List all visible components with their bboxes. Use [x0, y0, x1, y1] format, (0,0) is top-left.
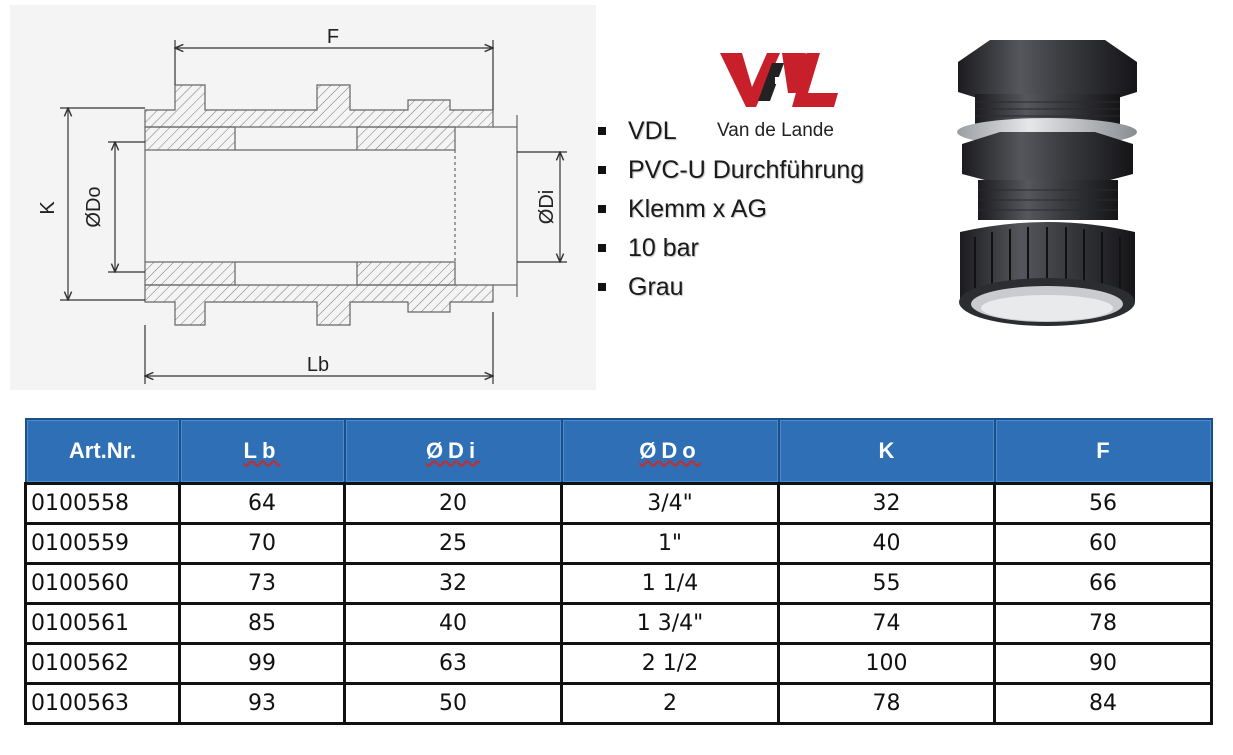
bullet-icon: [598, 244, 606, 252]
header-di-text: ØDi: [425, 438, 481, 463]
table-row: 0100561 85 40 1 3/4" 74 78: [24, 602, 1213, 645]
cell-do: 2 1/2: [560, 642, 780, 685]
wall-top: [144, 126, 236, 151]
cell-k: 40: [777, 522, 996, 565]
cell-di: 50: [343, 682, 563, 725]
bullet-icon: [598, 205, 606, 213]
wall-bottom-right: [356, 261, 456, 286]
cell-do: 3/4": [560, 482, 780, 525]
cell-art-nr: 0100562: [24, 642, 181, 685]
table-row: 0100563 93 50 2 78 84: [24, 682, 1213, 725]
table-row: 0100562 99 63 2 1/2 100 90: [24, 642, 1213, 685]
bullet-icon: [598, 166, 606, 174]
product-photo: [940, 32, 1155, 337]
cell-do: 1 1/4: [560, 562, 780, 605]
header-do-text: ØDo: [639, 438, 701, 463]
wall-bottom: [144, 261, 236, 286]
cell-lb: 85: [178, 602, 346, 645]
cell-di: 32: [343, 562, 563, 605]
dim-di-label: ØDi: [536, 190, 558, 224]
header-do: ØDo: [560, 418, 780, 485]
cell-di: 63: [343, 642, 563, 685]
table-row: 0100560 73 32 1 1/4 55 66: [24, 562, 1213, 605]
header-lb: Lb: [178, 418, 346, 485]
cell-do: 2: [560, 682, 780, 725]
feature-item: Klemm x AG: [598, 194, 918, 233]
cell-do: 1 3/4": [560, 602, 780, 645]
wall-top-right: [356, 126, 456, 151]
header-k: K: [777, 418, 996, 485]
dim-do-label: ØDo: [83, 186, 105, 227]
feature-text: PVC-U Durchführung: [628, 156, 865, 184]
cell-f: 90: [993, 642, 1213, 685]
cell-k: 100: [777, 642, 996, 685]
feature-list: VDL PVC-U Durchführung Klemm x AG 10 bar…: [598, 116, 918, 311]
cell-lb: 93: [178, 682, 346, 725]
cell-f: 78: [993, 602, 1213, 645]
header-lb-text: Lb: [243, 438, 281, 463]
cell-f: 84: [993, 682, 1213, 725]
cell-art-nr: 0100561: [24, 602, 181, 645]
cell-f: 66: [993, 562, 1213, 605]
bullet-icon: [598, 127, 606, 135]
feature-item: PVC-U Durchführung: [598, 155, 918, 194]
dim-lb-label: Lb: [307, 354, 329, 376]
feature-text: Grau: [628, 273, 684, 301]
table-header-row: Art.Nr. Lb ØDi ØDo K F: [24, 418, 1213, 485]
drawing-svg: F K ØDo ØDi Lb: [37, 26, 567, 384]
feature-item: VDL: [598, 116, 918, 155]
cell-art-nr: 0100558: [24, 482, 181, 525]
body-top: [144, 84, 494, 128]
cell-art-nr: 0100560: [24, 562, 181, 605]
feature-text: VDL: [628, 117, 677, 145]
table-row: 0100558 64 20 3/4" 32 56: [24, 482, 1213, 525]
cell-lb: 70: [178, 522, 346, 565]
cell-k: 74: [777, 602, 996, 645]
logo-text: Van de Lande: [717, 120, 834, 141]
dim-k-label: K: [37, 201, 59, 215]
cell-do: 1": [560, 522, 780, 565]
feature-item: 10 bar: [598, 233, 918, 272]
cell-di: 25: [343, 522, 563, 565]
cell-di: 40: [343, 602, 563, 645]
vdl-logo: [712, 45, 852, 145]
feature-text: Klemm x AG: [628, 195, 767, 223]
body-bottom: [144, 284, 494, 326]
cell-lb: 99: [178, 642, 346, 685]
vdl-logo-mark: [720, 53, 838, 107]
cell-art-nr: 0100559: [24, 522, 181, 565]
cell-f: 60: [993, 522, 1213, 565]
header-f: F: [993, 418, 1213, 485]
header-art-nr: Art.Nr.: [24, 418, 181, 485]
cell-k: 55: [777, 562, 996, 605]
cell-f: 56: [993, 482, 1213, 525]
cell-art-nr: 0100563: [24, 682, 181, 725]
feature-item: Grau: [598, 272, 918, 311]
cell-k: 32: [777, 482, 996, 525]
header-di: ØDi: [343, 418, 563, 485]
technical-drawing: F K ØDo ØDi Lb: [0, 0, 600, 395]
product-image: [957, 40, 1137, 326]
dim-f-label: F: [327, 26, 339, 48]
cell-lb: 64: [178, 482, 346, 525]
feature-text: 10 bar: [628, 234, 699, 262]
table-row: 0100559 70 25 1" 40 60: [24, 522, 1213, 565]
cell-k: 78: [777, 682, 996, 725]
drawing-background: [10, 5, 596, 390]
cell-lb: 73: [178, 562, 346, 605]
dimension-table: Art.Nr. Lb ØDi ØDo K F 0100558 64 20 3/4…: [24, 418, 1213, 725]
cell-di: 20: [343, 482, 563, 525]
bullet-icon: [598, 283, 606, 291]
